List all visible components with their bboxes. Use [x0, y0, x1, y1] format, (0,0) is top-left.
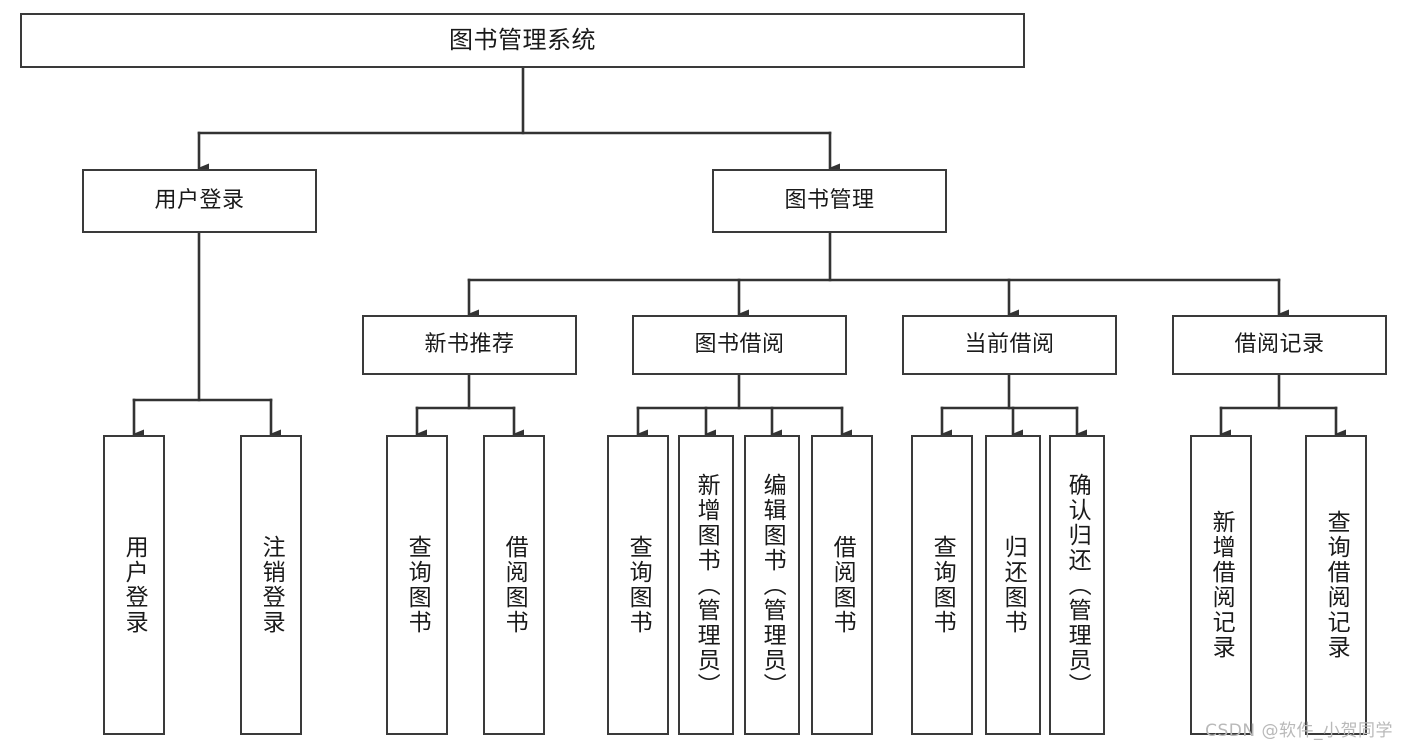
node-leaf-add-borrow-record[interactable]: 新增借阅记录: [1190, 435, 1252, 735]
node-label: 新书推荐: [424, 332, 515, 358]
node-root-system[interactable]: 图书管理系统: [20, 13, 1025, 68]
node-leaf-query-book-borrow[interactable]: 查询图书: [607, 435, 669, 735]
node-label: 借阅图书: [501, 535, 528, 635]
node-book-manage[interactable]: 图书管理: [712, 169, 947, 233]
node-leaf-add-book-admin[interactable]: 新增图书（管理员）: [678, 435, 734, 735]
node-label: 用户登录: [121, 535, 148, 635]
node-label: 编辑图书（管理员）: [759, 472, 786, 698]
node-label: 确认归还（管理员）: [1064, 472, 1091, 698]
node-leaf-confirm-return-admin[interactable]: 确认归还（管理员）: [1049, 435, 1105, 735]
node-label: 查询图书: [929, 535, 956, 635]
node-leaf-user-login[interactable]: 用户登录: [103, 435, 165, 735]
node-label: 查询借阅记录: [1323, 510, 1350, 660]
node-leaf-return-book[interactable]: 归还图书: [985, 435, 1041, 735]
node-label: 图书借阅: [694, 332, 785, 358]
node-borrow-record[interactable]: 借阅记录: [1172, 315, 1387, 375]
node-leaf-edit-book-admin[interactable]: 编辑图书（管理员）: [744, 435, 800, 735]
node-label: 借阅记录: [1234, 332, 1325, 358]
node-current-borrow[interactable]: 当前借阅: [902, 315, 1117, 375]
node-label: 借阅图书: [829, 535, 856, 635]
node-label: 归还图书: [1000, 535, 1027, 635]
node-label: 用户登录: [154, 188, 245, 214]
node-label: 新增借阅记录: [1208, 510, 1235, 660]
node-leaf-borrow-book-recommend[interactable]: 借阅图书: [483, 435, 545, 735]
node-user-login[interactable]: 用户登录: [82, 169, 317, 233]
node-label: 查询图书: [625, 535, 652, 635]
node-label: 注销登录: [258, 535, 285, 635]
node-label: 当前借阅: [964, 332, 1055, 358]
node-label: 查询图书: [404, 535, 431, 635]
node-leaf-query-book-recommend[interactable]: 查询图书: [386, 435, 448, 735]
node-book-borrow[interactable]: 图书借阅: [632, 315, 847, 375]
node-label: 图书管理: [784, 188, 875, 214]
node-leaf-query-book-current[interactable]: 查询图书: [911, 435, 973, 735]
node-label: 图书管理系统: [449, 26, 596, 55]
node-label: 新增图书（管理员）: [693, 472, 720, 698]
node-leaf-borrow-book[interactable]: 借阅图书: [811, 435, 873, 735]
node-leaf-query-borrow-record[interactable]: 查询借阅记录: [1305, 435, 1367, 735]
node-new-book-recommend[interactable]: 新书推荐: [362, 315, 577, 375]
node-leaf-user-logout[interactable]: 注销登录: [240, 435, 302, 735]
